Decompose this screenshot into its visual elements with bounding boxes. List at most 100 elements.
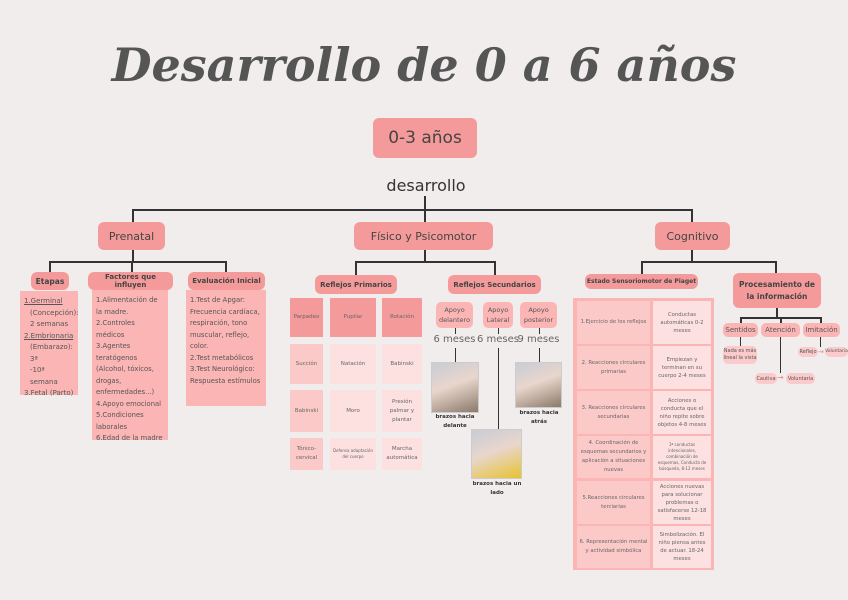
etapa-item: (Concepción): xyxy=(30,308,79,317)
reflejo-cell: Presión palmar y plantar xyxy=(382,390,422,432)
factor-item: 1.Alimentación de la madre. xyxy=(96,296,158,316)
apoyo-box: Apoyo delantero xyxy=(436,302,473,328)
etapas-panel: 1.Germinal (Concepción): 2 semanas 2.Emb… xyxy=(20,291,79,397)
connector xyxy=(494,261,496,275)
fisico-box: Físico y Psicomotor xyxy=(354,222,493,250)
reflejo-cell: Rotación xyxy=(382,298,422,337)
connector xyxy=(780,337,781,373)
reflejo-cell: Defensa adaptación del cuerpo xyxy=(330,438,376,470)
connector xyxy=(225,261,227,272)
etapa-item: (Embarazo): 3ª xyxy=(30,343,73,363)
connector xyxy=(355,261,357,275)
piaget-stage: 6. Representación mental y actividad sim… xyxy=(577,526,650,568)
connector xyxy=(776,308,778,318)
connector xyxy=(740,337,741,347)
imitacion-from: Reflejo xyxy=(798,347,818,357)
piaget-description: 1ª conductas intencionales, combinación … xyxy=(653,436,711,478)
factores-panel: 1.Alimentación de la madre. 2.Controles … xyxy=(92,290,168,442)
photo-caption: brazos hacia delante xyxy=(435,414,475,429)
connector xyxy=(498,348,499,429)
piaget-description: Empiezan y terminan en su cuerpo 2-4 mes… xyxy=(653,346,711,389)
etapa-item: 2.Embrionaria xyxy=(24,331,74,340)
connector xyxy=(131,261,133,272)
connector xyxy=(740,317,742,323)
piaget-stage: 2. Reacciones circulares primarias xyxy=(577,346,650,389)
connector xyxy=(498,328,499,334)
imitacion-box: Imitación xyxy=(803,323,840,337)
apoyo-box: Apoyo Lateral xyxy=(483,302,513,328)
connector xyxy=(132,209,134,223)
imitacion-to: Voluntaria xyxy=(825,347,848,357)
connector xyxy=(641,261,643,274)
factor-item: 6.Edad de la madre xyxy=(96,434,163,442)
evaluacion-item: 1.Test de Apgar: Frecuencia cardíaca, re… xyxy=(190,296,260,350)
connector xyxy=(780,317,782,323)
connector xyxy=(691,209,693,223)
prenatal-box: Prenatal xyxy=(98,222,165,250)
reflejo-cell: Moro xyxy=(330,390,376,432)
apoyo-box: Apoyo posterior xyxy=(520,302,557,328)
factor-item: 4.Apoyo emocional xyxy=(96,399,162,408)
reflejo-cell: Parpadeo xyxy=(290,298,323,337)
factores-box: Factores que influyen xyxy=(88,272,173,290)
connector xyxy=(641,261,777,263)
piaget-stage: 4. Coordinación de esquemas secundarios … xyxy=(577,436,650,478)
age-label: 6 meses xyxy=(476,334,519,345)
evaluacion-panel: 1.Test de Apgar: Frecuencia cardíaca, re… xyxy=(186,290,266,406)
connector xyxy=(775,261,777,273)
connector xyxy=(820,317,822,323)
connector xyxy=(691,250,693,262)
etapas-box: Etapas xyxy=(31,272,69,290)
factor-item: 2.Controles médicos xyxy=(96,319,135,339)
piaget-stage: 3. Reacciones circulares secundarias xyxy=(577,391,650,434)
reflejos-secundarios-box: Reflejos Secundarios xyxy=(448,275,541,294)
connector xyxy=(820,337,821,347)
atencion-from: Cautiva xyxy=(755,373,777,384)
atencion-to: Voluntaria xyxy=(786,373,815,384)
connector xyxy=(49,261,51,272)
atencion-box: Atención xyxy=(761,323,800,337)
subtitle: desarrollo xyxy=(386,176,466,195)
connector xyxy=(355,261,496,263)
connector xyxy=(132,250,134,262)
reflejo-cell: Marcha automática xyxy=(382,438,422,470)
connector xyxy=(538,348,540,362)
evaluacion-item: 3.Test Neurológico: Respuesta estímulos xyxy=(190,365,261,385)
reflejo-cell: Babinski xyxy=(382,344,422,384)
evaluacion-box: Evaluación Inicial xyxy=(188,272,265,290)
arrow-icon: → xyxy=(777,373,784,382)
sentidos-note: Nada es más lineal la vista xyxy=(723,346,757,364)
reflejo-cell: Pupilar xyxy=(330,298,376,337)
baby-photo xyxy=(515,362,562,408)
piaget-box: Estado Sensoriomotor de Piaget xyxy=(585,274,698,289)
baby-photo xyxy=(431,362,479,413)
procesamiento-box: Procesamiento de la información xyxy=(733,273,821,308)
age-label: 6 meses xyxy=(433,334,476,345)
arrow-icon: → xyxy=(818,348,824,356)
baby-photo xyxy=(471,429,522,479)
etapa-item: 3.Fetal (Parto) xyxy=(24,389,74,397)
connector xyxy=(454,328,456,334)
factor-item: 3.Agentes teratógenos (Alcohol, tóxicos,… xyxy=(96,342,155,396)
piaget-description: Conductas automáticas 0-2 meses xyxy=(653,301,711,344)
cognitivo-box: Cognitivo xyxy=(655,222,730,250)
page-title: Desarrollo de 0 a 6 años xyxy=(111,38,737,92)
etapa-item: 1.Germinal xyxy=(24,297,63,305)
piaget-description: Simbolización. El niño piensa antes de a… xyxy=(653,526,711,568)
reflejo-cell: Natación xyxy=(330,344,376,384)
factor-item: 5.Condiciones laborales xyxy=(96,411,144,431)
piaget-description: Acciones o conducta que el niño repite s… xyxy=(653,391,711,434)
piaget-stage: 5.Reacciones circulares terciarias xyxy=(577,481,650,524)
evaluacion-item: 2.Test metabólicos xyxy=(190,353,254,362)
etapa-item: 2 semanas xyxy=(30,320,69,328)
photo-caption: brazos hacia atrás xyxy=(519,410,559,425)
connector xyxy=(538,328,540,334)
connector xyxy=(132,209,693,211)
piaget-stage: 1.Ejercicio de los reflejos xyxy=(577,301,650,344)
reflejo-cell: Tónico-cervical xyxy=(290,438,323,470)
connector xyxy=(49,261,227,263)
sentidos-box: Sentidos xyxy=(723,323,758,337)
etapa-item: -10ª semana xyxy=(30,366,58,386)
reflejos-primarios-box: Reflejos Primarios xyxy=(315,275,397,294)
piaget-description: Acciones nuevas para solucionar problema… xyxy=(653,481,711,524)
